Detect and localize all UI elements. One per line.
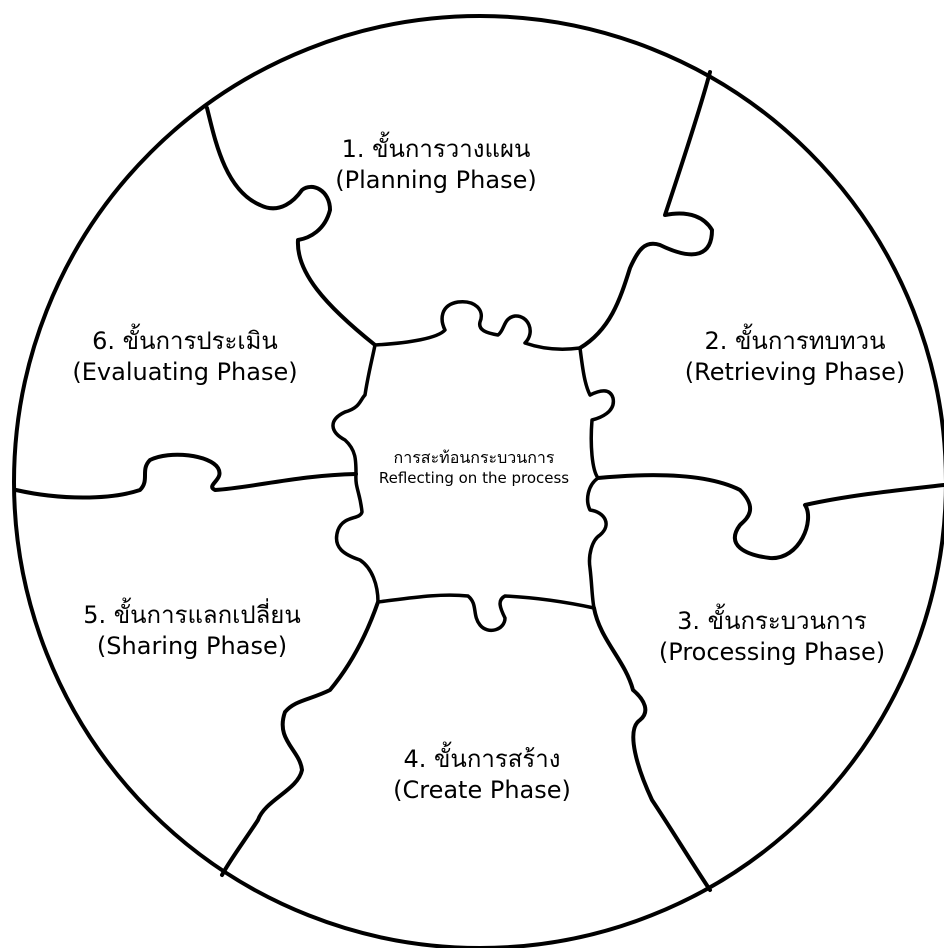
phase-2-thai: 2. ขั้นการทบทวน xyxy=(704,327,886,355)
divider-left xyxy=(14,452,358,500)
phase-5-label: 5. ขั้นการแลกเปลี่ยน (Sharing Phase) xyxy=(62,600,322,662)
center-label: การสะท้อนกระบวนการ Reflecting on the pro… xyxy=(352,448,596,488)
phase-1-thai: 1. ขั้นการวางแผน xyxy=(341,135,531,163)
outer-circle xyxy=(12,14,944,948)
center-thai: การสะท้อนกระบวนการ xyxy=(393,448,555,467)
phase-3-english: (Processing Phase) xyxy=(658,638,886,667)
divider-top-left xyxy=(205,106,377,347)
center-english: Reflecting on the process xyxy=(378,468,570,487)
phase-2-english: (Retrieving Phase) xyxy=(684,358,906,387)
phase-4-thai: 4. ขั้นการสร้าง xyxy=(403,745,561,773)
phase-5-english: (Sharing Phase) xyxy=(96,632,288,661)
phase-3-label: 3. ขั้นกระบวนการ (Processing Phase) xyxy=(636,606,908,668)
phase-4-english: (Create Phase) xyxy=(393,776,571,805)
divider-right xyxy=(596,473,944,561)
center-piece-outline xyxy=(331,300,616,633)
phase-1-english: (Planning Phase) xyxy=(335,166,537,195)
phase-6-english: (Evaluating Phase) xyxy=(72,358,298,387)
divider-bottom-left xyxy=(220,600,380,877)
phase-4-label: 4. ขั้นการสร้าง (Create Phase) xyxy=(362,744,602,806)
phase-2-label: 2. ขั้นการทบทวน (Retrieving Phase) xyxy=(660,326,930,388)
phase-6-thai: 6. ขั้นการประเมิน xyxy=(92,327,278,355)
divider-top-right xyxy=(578,70,714,350)
phase-5-thai: 5. ขั้นการแลกเปลี่ยน xyxy=(83,601,301,629)
phase-1-label: 1. ขั้นการวางแผน (Planning Phase) xyxy=(306,134,566,196)
phase-3-thai: 3. ขั้นกระบวนการ xyxy=(677,607,867,635)
divider-bottom-right xyxy=(592,606,712,892)
phase-6-label: 6. ขั้นการประเมิน (Evaluating Phase) xyxy=(50,326,320,388)
